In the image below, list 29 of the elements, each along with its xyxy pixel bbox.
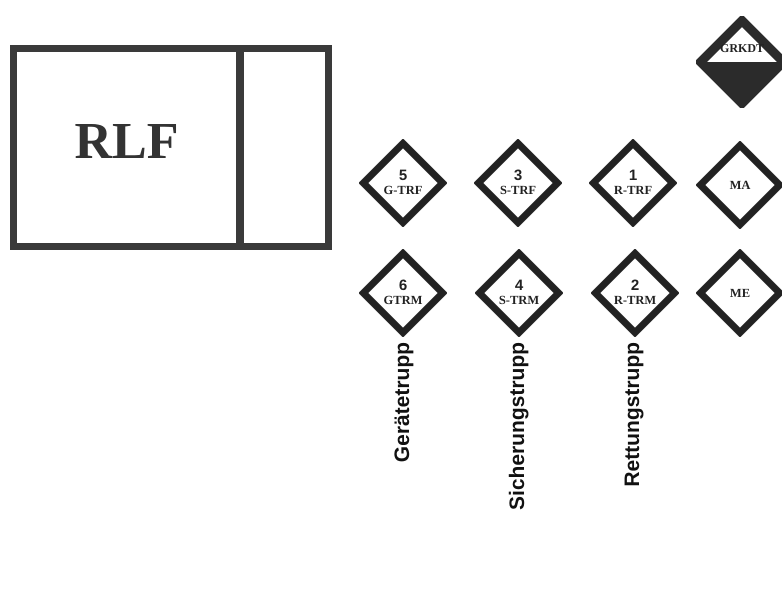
crew-code: GTRM <box>384 293 422 307</box>
crew-diamond <box>696 141 782 229</box>
vertical-label: Sicherungstrupp <box>506 342 530 510</box>
crew-diamond <box>474 139 562 227</box>
vertical-label: Rettungstrupp <box>621 342 645 487</box>
crew-number: 2 <box>630 279 640 293</box>
crew-number: 6 <box>398 279 408 293</box>
crew-number: 5 <box>398 169 408 183</box>
vehicle-box <box>10 45 332 250</box>
crew-number: 4 <box>514 279 524 293</box>
crew-code: MA <box>730 178 750 192</box>
crew-code: GRKDT <box>720 41 764 55</box>
vehicle-label: RLF <box>74 112 180 171</box>
crew-diamond <box>589 139 677 227</box>
vertical-label: Gerätetrupp <box>391 342 415 462</box>
crew-diamond <box>359 249 447 337</box>
crew-diamond <box>591 249 679 337</box>
leader-diamond <box>696 16 782 108</box>
crew-number: 1 <box>628 169 638 183</box>
crew-code: ME <box>730 286 750 300</box>
crew-code: S-TRF <box>500 183 536 197</box>
crew-code: R-TRF <box>614 183 652 197</box>
crew-code: S-TRM <box>498 293 540 307</box>
crew-diamond <box>359 139 447 227</box>
crew-code: R-TRM <box>614 293 656 307</box>
crew-number: 3 <box>514 169 522 183</box>
crew-diamond <box>475 249 563 337</box>
crew-code: G-TRF <box>384 183 422 197</box>
crew-diamond <box>696 249 782 337</box>
